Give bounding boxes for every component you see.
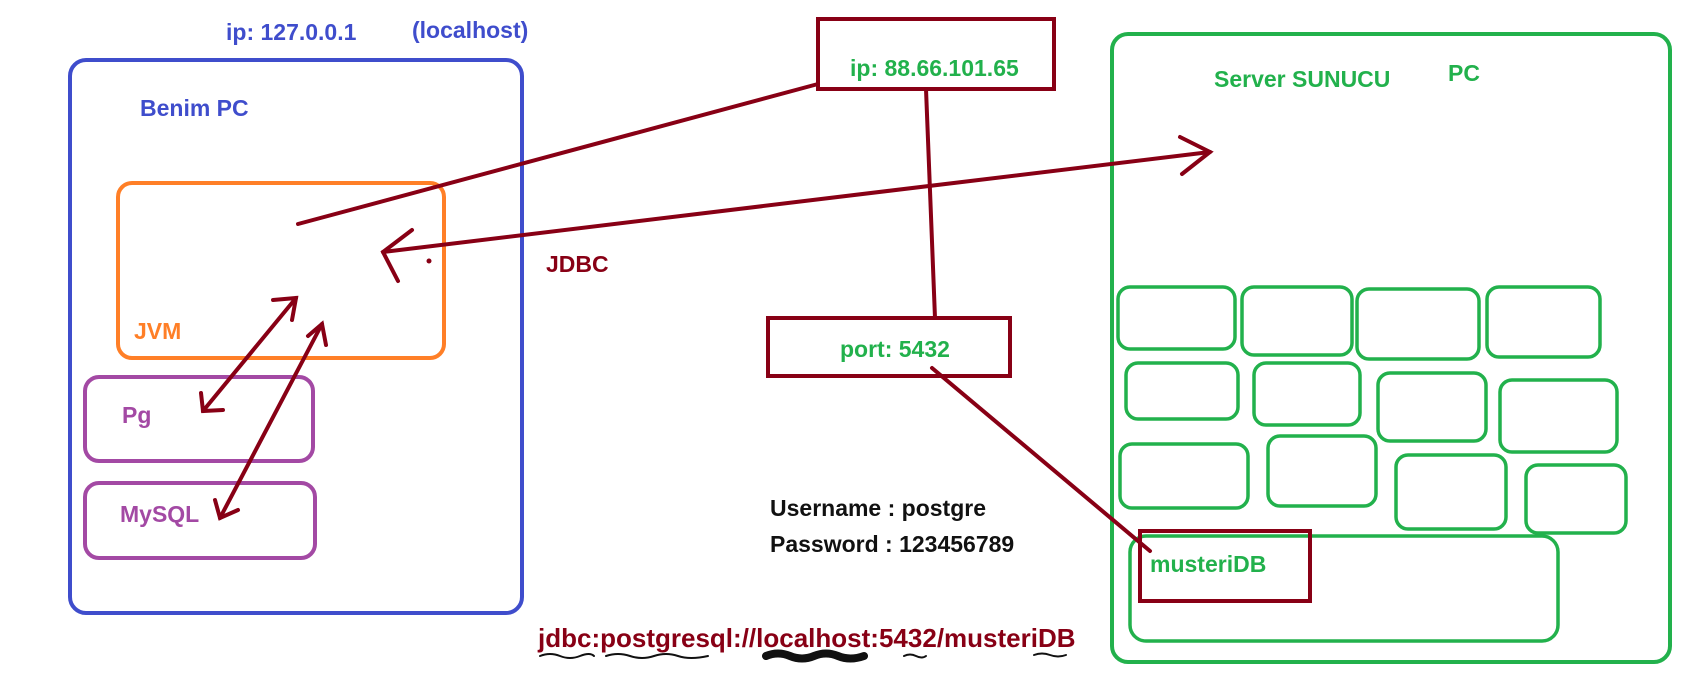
- url-db: musteriDB: [944, 623, 1076, 653]
- pg-box: [83, 375, 315, 463]
- localhost-label: (localhost): [412, 17, 529, 43]
- arrowhead-mysql-top: [306, 320, 328, 347]
- url-separator: ://: [733, 623, 757, 653]
- url-slash: /: [936, 623, 945, 653]
- musteridb-label: musteriDB: [1150, 551, 1267, 577]
- server-cell: [1266, 434, 1378, 508]
- server-cell: [1485, 285, 1602, 359]
- password-line: Password : 123456789: [770, 531, 1015, 557]
- arrowhead-pg-top: [271, 295, 299, 322]
- arrow-jvm-server: [381, 150, 1212, 254]
- mysql-label: MySQL: [120, 501, 200, 527]
- server-cell: [1118, 442, 1250, 510]
- url-colon-1: :: [591, 623, 601, 653]
- server-cell: [1124, 361, 1240, 421]
- underline-db: [1033, 652, 1067, 658]
- server-db-area: [1128, 534, 1560, 643]
- arrow-jvm-pg: [201, 296, 298, 413]
- url-port: 5432: [878, 623, 937, 653]
- server-title-label: Server SUNUCU: [1214, 66, 1391, 92]
- url-host: localhost: [756, 623, 871, 653]
- arrowhead-jvm: [380, 228, 414, 283]
- port-box: [766, 316, 1012, 378]
- underline-port: [903, 653, 927, 659]
- username-line: Username : postgre: [770, 495, 987, 521]
- musteridb-box: [1138, 529, 1312, 603]
- server-cell: [1394, 453, 1508, 531]
- underline-localhost: [762, 649, 868, 663]
- jvm-box: [116, 181, 446, 360]
- server-box: [1110, 32, 1672, 664]
- server-cells: [1116, 285, 1628, 643]
- server-pc-label: PC: [1448, 60, 1480, 86]
- local-pc-box: [68, 58, 524, 615]
- server-cell: [1240, 285, 1354, 357]
- url-colon-2: :: [870, 623, 879, 653]
- jvm-label: JVM: [134, 318, 182, 344]
- url-jdbc: jdbc: [538, 623, 592, 653]
- server-cell: [1355, 287, 1481, 361]
- remote-ip-label: ip: 88.66.101.65: [850, 55, 1019, 81]
- server-cell: [1252, 361, 1362, 427]
- server-cell: [1524, 463, 1628, 535]
- jdbc-label: JDBC: [546, 251, 609, 277]
- server-cell: [1116, 285, 1237, 351]
- underline-postgresql: [605, 653, 709, 659]
- line-jvm-to-ip: [296, 82, 820, 226]
- underline-jdbc: [539, 653, 595, 659]
- arrowhead-mysql-bottom: [213, 498, 240, 521]
- pg-label: Pg: [122, 402, 152, 428]
- jdbc-url: jdbc:postgresql://localhost:5432/musteri…: [538, 625, 1076, 651]
- port-label: port: 5432: [840, 336, 950, 362]
- server-cell: [1498, 378, 1619, 454]
- connection-lines: [199, 82, 1214, 553]
- remote-ip-box: [816, 17, 1056, 91]
- mysql-box: [83, 481, 317, 560]
- dot-mark: [426, 258, 432, 264]
- arrowhead-pg-bottom: [199, 391, 225, 414]
- arrow-jvm-mysql: [218, 322, 324, 520]
- url-postgresql: postgresql: [600, 623, 734, 653]
- arrowhead-server: [1178, 135, 1214, 176]
- line-port-to-db: [930, 366, 1152, 553]
- local-pc-label: Benim PC: [140, 95, 249, 121]
- server-cell: [1376, 371, 1488, 443]
- url-underlines: [539, 649, 1067, 663]
- line-ip-to-port: [924, 87, 937, 320]
- local-ip-label: ip: 127.0.0.1: [226, 19, 357, 45]
